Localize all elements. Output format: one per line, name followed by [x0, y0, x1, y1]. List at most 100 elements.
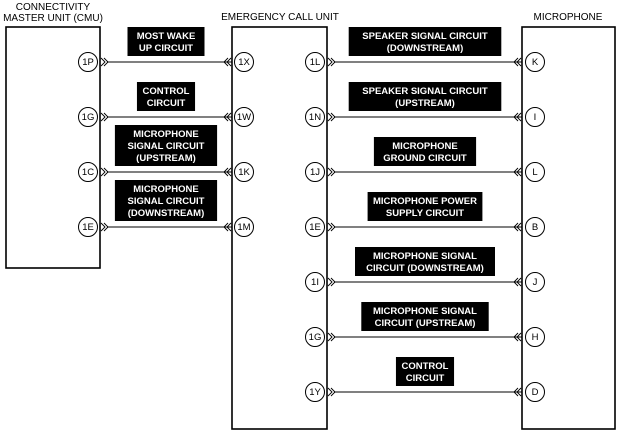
cmu-ecu-connection-3-circuit-label-box	[114, 125, 218, 166]
cmu-ecu-connection-4-cmu-pin-circle	[78, 217, 98, 237]
cmu-ecu-connection-1-cmu-pin-label: 1P	[82, 57, 94, 68]
ecu-mic-connection-5-mic-pin-circle	[525, 272, 545, 292]
cmu-ecu-connection-2-circuit-label-box	[136, 82, 196, 111]
cmu-ecu-connection-4-female-connector-icon	[223, 222, 232, 232]
ecu-mic-connection-4-circuit-label-text-line: MICROPHONE POWER	[373, 196, 477, 207]
ecu-mic-connection-5-circuit-label-text-line: CIRCUIT (DOWNSTREAM)	[366, 263, 484, 274]
ecu-mic-connection-2-ecu-pin-label: 1N	[309, 112, 321, 123]
ecu-mic-connection-1-ecu-pin-label: 1L	[310, 57, 321, 68]
ecu-mic-connection-5-ecu-pin-circle	[305, 272, 325, 292]
cmu-ecu-connection-1-circuit-label-text-line: MOST WAKE	[137, 31, 196, 42]
ecu-mic-connection-1-male-connector-icon	[327, 57, 336, 67]
ecu-mic-connection-3-circuit-label-box	[373, 137, 477, 166]
ecu-mic-connection-1-female-connector-icon	[513, 57, 522, 67]
cmu-title-line-1: CONNECTIVITY	[16, 2, 91, 13]
ecu-mic-connection-5-circuit-label-box	[355, 247, 495, 276]
cmu-ecu-connection-2-female-connector-icon	[223, 112, 232, 122]
ecu-mic-connection-7-male-connector-icon	[327, 387, 336, 397]
ecu-mic-connection-6-ecu-pin-label: 1G	[309, 332, 322, 343]
ecu-mic-connection-7-circuit-label-text-line: CIRCUIT	[406, 373, 445, 384]
cmu-ecu-connection-2-ecu-pin-circle	[234, 107, 254, 127]
cmu-ecu-connection-4-circuit-label-box	[114, 180, 218, 221]
ecu-mic-connection-4-circuit-label-box	[367, 192, 483, 221]
ecu-mic-connection-1-ecu-pin-circle	[305, 52, 325, 72]
ecu-mic-connection-1-mic-pin-label: K	[532, 57, 539, 68]
cmu-ecu-connection-4-male-connector-icon	[100, 222, 109, 232]
ecu-mic-connection-1-circuit-label-box	[348, 27, 502, 56]
ecu-mic-connection-6-circuit-label-box	[361, 302, 489, 331]
ecu-mic-connection-4-male-connector-icon	[327, 222, 336, 232]
ecu-mic-connection-6-mic-pin-label: H	[532, 332, 539, 343]
ecu-mic-connection-4-mic-pin-circle	[525, 217, 545, 237]
ecu-mic-connection-5-mic-pin-label: J	[533, 277, 538, 288]
ecu-mic-connection-7-circuit-label-text-line: CONTROL	[402, 361, 449, 372]
ecu-mic-connection-7-ecu-pin-circle	[305, 382, 325, 402]
ecu-mic-connection-4-ecu-pin-circle	[305, 217, 325, 237]
cmu-ecu-connection-1-ecu-pin-circle	[234, 52, 254, 72]
ecu-mic-connection-3-ecu-pin-label: 1J	[310, 167, 320, 178]
ecu-mic-connection-3-circuit-label-text-line: GROUND CIRCUIT	[383, 153, 467, 164]
cmu-ecu-connection-2-cmu-pin-circle	[78, 107, 98, 127]
cmu-ecu-connection-1-female-connector-icon	[223, 57, 232, 67]
cmu-ecu-connection-1-male-connector-icon	[100, 57, 109, 67]
ecu-mic-connection-5-ecu-pin-label: 1I	[311, 277, 319, 288]
ecu-mic-connection-2-mic-pin-circle	[525, 107, 545, 127]
ecu-mic-connection-2-mic-pin-label: I	[534, 112, 537, 123]
cmu-ecu-connection-4-ecu-pin-circle	[234, 217, 254, 237]
cmu-ecu-connection-3-female-connector-icon	[223, 167, 232, 177]
ecu-mic-connection-2-male-connector-icon	[327, 112, 336, 122]
ecu-mic-connection-6-ecu-pin-circle	[305, 327, 325, 347]
ecu-mic-connection-5-circuit-label-text-line: MICROPHONE SIGNAL	[373, 251, 477, 262]
cmu-ecu-connection-3-circuit-label-text-line: MICROPHONE	[133, 129, 198, 140]
ecu-mic-connection-3-ecu-pin-circle	[305, 162, 325, 182]
ecu-mic-connection-2-circuit-label-text-line: (UPSTREAM)	[395, 98, 455, 109]
ecu-mic-connection-2-circuit-label-box	[348, 82, 502, 111]
cmu-ecu-connection-3-male-connector-icon	[100, 167, 109, 177]
cmu-title-line-2: MASTER UNIT (CMU)	[3, 13, 103, 24]
ecu-mic-connection-6-circuit-label-text-line: CIRCUIT (UPSTREAM)	[375, 318, 476, 329]
ecu-mic-connection-5-female-connector-icon	[513, 277, 522, 287]
cmu-ecu-connection-2-cmu-pin-label: 1G	[82, 112, 95, 123]
cmu-ecu-connection-2-circuit-label-text-line: CONTROL	[143, 86, 190, 97]
ecu-mic-connection-2-female-connector-icon	[513, 112, 522, 122]
cmu-ecu-connection-1-cmu-pin-circle	[78, 52, 98, 72]
ecu-mic-connection-6-female-connector-icon	[513, 332, 522, 342]
ecu-mic-connection-7-mic-pin-label: D	[532, 387, 539, 398]
ecu-mic-connection-5-male-connector-icon	[327, 277, 336, 287]
ecu-mic-connection-2-ecu-pin-circle	[305, 107, 325, 127]
ecu-mic-connection-3-female-connector-icon	[513, 167, 522, 177]
ecu-mic-connection-7-ecu-pin-label: 1Y	[309, 387, 321, 398]
ecu-mic-connection-1-circuit-label-text-line: SPEAKER SIGNAL CIRCUIT	[362, 31, 488, 42]
cmu-ecu-connection-4-cmu-pin-label: 1E	[82, 222, 94, 233]
mic-title: MICROPHONE	[534, 12, 603, 23]
ecu-mic-connection-2-circuit-label-text-line: SPEAKER SIGNAL CIRCUIT	[362, 86, 488, 97]
cmu-ecu-connection-2-circuit-label-text-line: CIRCUIT	[147, 98, 186, 109]
ecu-mic-connection-3-mic-pin-label: L	[532, 167, 537, 178]
cmu-ecu-connection-4-ecu-pin-label: 1M	[237, 222, 250, 233]
ecu-mic-connection-1-circuit-label-text-line: (DOWNSTREAM)	[387, 43, 464, 54]
ecu-mic-connection-3-circuit-label-text-line: MICROPHONE	[392, 141, 457, 152]
cmu-ecu-connection-3-ecu-pin-circle	[234, 162, 254, 182]
ecu-mic-connection-6-circuit-label-text-line: MICROPHONE SIGNAL	[373, 306, 477, 317]
cmu-ecu-connection-3-circuit-label-text-line: (UPSTREAM)	[136, 153, 196, 164]
ecu-mic-connection-4-ecu-pin-label: 1E	[309, 222, 321, 233]
ecu-mic-connection-6-male-connector-icon	[327, 332, 336, 342]
cmu-ecu-connection-4-circuit-label-text-line: (DOWNSTREAM)	[128, 208, 205, 219]
cmu-ecu-connection-3-cmu-pin-circle	[78, 162, 98, 182]
cmu-ecu-connection-2-male-connector-icon	[100, 112, 109, 122]
cmu-ecu-connection-1-circuit-label-text-line: UP CIRCUIT	[139, 43, 193, 54]
cmu-ecu-connection-2-ecu-pin-label: 1W	[237, 112, 251, 123]
ecu-mic-connection-4-female-connector-icon	[513, 222, 522, 232]
cmu-ecu-connection-4-circuit-label-text-line: MICROPHONE	[133, 184, 198, 195]
ecu-mic-connection-3-male-connector-icon	[327, 167, 336, 177]
cmu-ecu-connection-1-circuit-label-box	[127, 27, 205, 56]
ecu-mic-connection-7-female-connector-icon	[513, 387, 522, 397]
cmu-ecu-connection-4-circuit-label-text-line: SIGNAL CIRCUIT	[128, 196, 205, 207]
cmu-ecu-connection-3-circuit-label-text-line: SIGNAL CIRCUIT	[128, 141, 205, 152]
ecu-mic-connection-7-circuit-label-box	[395, 357, 455, 386]
ecu-mic-connection-7-mic-pin-circle	[525, 382, 545, 402]
cmu-ecu-connection-3-cmu-pin-label: 1C	[82, 167, 94, 178]
ecu-mic-connection-4-circuit-label-text-line: SUPPLY CIRCUIT	[386, 208, 464, 219]
cmu-ecu-connection-3-ecu-pin-label: 1K	[238, 167, 250, 178]
